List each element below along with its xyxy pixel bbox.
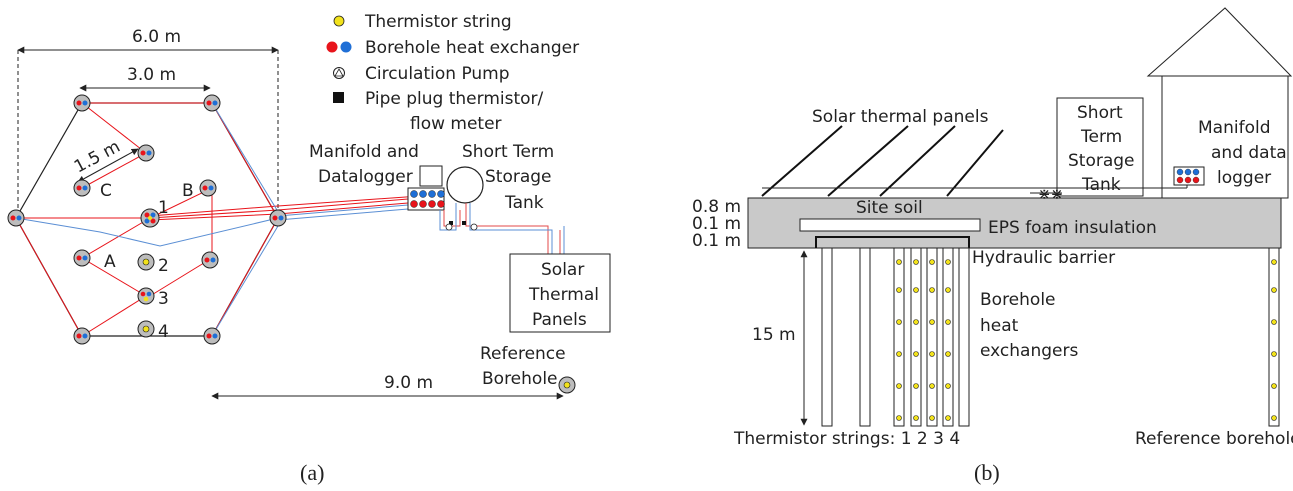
legend-thermistor-symbol [333,15,345,27]
borehole-thermistor-2 [137,253,155,271]
depth-label-0.1b: 0.1 m [692,231,741,251]
pump-icon [445,223,453,231]
storage-tank-box [1056,97,1144,197]
tank-pipe-network [439,203,565,254]
borehole-thermistor-4 [137,320,155,338]
borehole-bhe [203,327,221,345]
manifold-label-2: Datalogger [318,167,413,187]
b-manifold-label-3: logger [1217,168,1271,188]
solar-label-2: Thermal [528,285,599,305]
datalogger-box [419,165,443,187]
blue-pipe-network [15,102,421,337]
b-stst-label-1: Short [1077,103,1123,123]
borehole-bhe [199,179,217,197]
borehole-3 [137,287,155,305]
stst-label-1: Short Term [462,142,554,162]
borehole-bhe [7,209,25,227]
house-roof [1146,7,1293,77]
legend-pump-label: Circulation Pump [365,64,510,84]
caption-a: (a) [300,460,324,485]
legend-pump-symbol [333,67,345,79]
b-stst-label-2: Term [1080,127,1122,147]
borehole-bhe [137,144,155,162]
borehole-bhe [269,209,287,227]
reference-borehole-label: Reference borehole [1135,429,1293,449]
borehole-bhe [73,327,91,345]
panel-a-plan-view: 6.0 m 3.0 m 1.5 m [7,12,611,485]
b-solar-label: Solar thermal panels [812,107,989,127]
svg-text:⋇⋇: ⋇⋇ [1038,185,1063,203]
borehole-bhe [203,94,221,112]
dim-label-6m: 6.0 m [132,27,181,47]
borehole-bhe [73,179,91,197]
manifold-block [407,187,445,211]
manifold-label-1: Manifold and [309,142,419,162]
eps-insulation [799,218,981,232]
b-stst-label-4: Tank [1081,175,1121,195]
solar-panel-lines [761,125,1004,197]
reference-borehole [558,376,576,394]
borehole-bhe [201,251,219,269]
borehole-center-1 [140,208,160,228]
b-stst-label-3: Storage [1068,151,1135,171]
solar-panels-box [509,253,611,333]
label-1: 1 [158,198,169,218]
b-manifold-block [1173,166,1205,186]
borehole-group [7,94,287,345]
thermistor-beads [896,259,1277,421]
borehole-bhe [73,249,91,267]
legend-plug-label-1: Pipe plug thermistor/ [365,89,544,109]
storage-tank-circle [446,166,484,204]
b-bhe-label-2: heat [980,316,1019,336]
b-bhe-label-1: Borehole [980,290,1056,310]
label-2: 2 [158,256,169,276]
solar-label-1: Solar [541,260,584,280]
label-C: C [100,181,112,201]
legend-plug-symbol [333,92,344,103]
b-manifold-label-2: and data [1211,143,1287,163]
label-3: 3 [158,289,169,309]
legend: Thermistor string Borehole heat exchange… [326,12,579,134]
hydraulic-label: Hydraulic barrier [972,248,1115,268]
legend-plug-label-2: flow meter [410,114,502,134]
depth-label-0.1a: 0.1 m [692,214,741,234]
b-bhe-label-3: exchangers [980,341,1078,361]
solar-label-3: Panels [532,310,587,330]
dim-label-15m: 15 m [752,325,796,345]
panel-b-section-view: Short Term Storage Tank Manifold and dat… [692,7,1293,485]
label-4: 4 [158,322,169,342]
dim-line-1.5m [77,148,139,183]
label-B: B [182,181,194,201]
legend-bhe-red [326,41,338,53]
label-A: A [104,252,116,272]
pump-icon [470,223,478,231]
legend-thermistor-label: Thermistor string [364,12,512,32]
legend-bhe-blue [340,41,352,53]
hydraulic-barrier [815,236,970,248]
reference-label-1: Reference [480,344,566,364]
eps-label: EPS foam insulation [988,218,1157,238]
borehole-bhe [73,94,91,112]
thermistor-strings-label: Thermistor strings: 1 2 3 4 [733,429,960,449]
dim-label-3m: 3.0 m [127,65,176,85]
depth-label-0.8: 0.8 m [692,197,741,217]
red-pipe-network [15,102,421,337]
borehole-tubes [821,247,1280,427]
reference-label-2: Borehole [482,369,558,389]
legend-bhe-label: Borehole heat exchanger [365,38,579,58]
site-soil-label: Site soil [856,198,923,218]
stst-label-2: Storage [485,167,552,187]
b-manifold-label-1: Manifold [1198,118,1270,138]
stst-label-3: Tank [504,193,544,213]
dim-label-9m: 9.0 m [384,373,433,393]
caption-b: (b) [974,460,1000,485]
